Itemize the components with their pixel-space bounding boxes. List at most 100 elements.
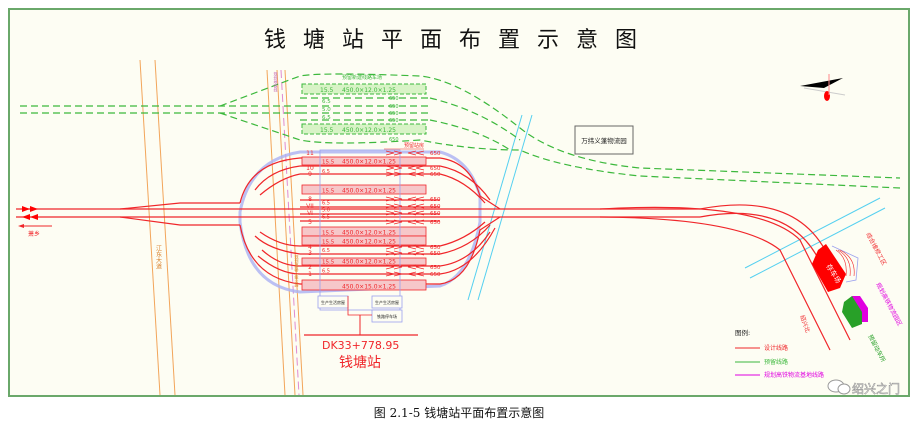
reserved-length: 650 [389, 96, 399, 102]
track-labels: 111098VIIVI54321650650650650650650650650… [306, 150, 441, 278]
road-vertical-label: 规划道路二级公路 [295, 254, 300, 288]
track-length: 650 [430, 251, 441, 257]
platform [301, 279, 427, 291]
reserved-power-depot [842, 296, 862, 328]
track-length: 650 [430, 220, 441, 226]
metro-line-label: 规划地铁线 [274, 71, 279, 92]
metro-line [280, 69, 300, 396]
figure-caption: 图 2.1-5 钱塘站平面布置示意图 [373, 406, 545, 420]
crossover-mark [385, 196, 425, 202]
building-right [371, 295, 403, 309]
legend-item-logistics: 规划高铁物流基地线路 [764, 371, 824, 379]
station-name: 钱塘站 [339, 355, 381, 371]
track-number: VI [307, 210, 313, 217]
track-length: 650 [430, 211, 441, 217]
maintenance-fan [831, 245, 859, 283]
mileage: DK33+778.95 [322, 339, 399, 352]
legend: 图例: 设计线路 预留线路 规划高铁物流基地线路 [735, 328, 824, 379]
reserved-platform-width: 15.5 [320, 127, 334, 134]
depot [812, 244, 846, 292]
track-spacing: 6.5 [322, 248, 330, 254]
wanwei-park-label: 万纬义蓬物流园 [581, 136, 627, 145]
crossover-mark [385, 219, 425, 225]
crossover-mark [385, 210, 425, 216]
crossover-mark [385, 150, 425, 156]
reserved-area-label: 预留新建线路车场 [342, 74, 382, 81]
track-number: 11 [306, 150, 314, 157]
platform-width: 15.5 [322, 260, 335, 266]
watermark: 绍兴之门 [827, 379, 900, 396]
reserved-platform [301, 123, 427, 135]
crossover-mark [385, 203, 425, 209]
legend-title: 图例: [735, 328, 750, 337]
platform-dims: 450.0×12.0×1.25 [342, 259, 396, 266]
diagram-title: 钱塘站平面布置示意图 [263, 28, 654, 53]
track-number: 8 [308, 196, 312, 203]
platform-width: 15.5 [322, 160, 335, 166]
reserved-length: 650 [389, 118, 399, 124]
platform [301, 257, 427, 266]
wanwei-park-box [574, 125, 634, 155]
reserved-power-label: 预留动车所 [866, 333, 887, 363]
watermark-text: 绍兴之门 [852, 381, 900, 396]
track-spacing: 5.0 [322, 208, 330, 214]
building-right-label: 生产生活房屋 [375, 299, 399, 305]
reserved-tracks [20, 73, 901, 189]
crossover-mark [385, 271, 425, 277]
reserved-length: 650 [389, 137, 399, 143]
track-length: 650 [430, 265, 441, 271]
platform-dims: 450.0×12.0×1.25 [342, 230, 396, 237]
river-middle [467, 114, 533, 301]
road-vertical [266, 69, 304, 396]
platform-label: 预留站房 [404, 142, 424, 149]
station-center-guide [319, 149, 401, 311]
crossover-mark [385, 171, 425, 177]
track-length: 650 [430, 166, 441, 172]
track-number: VII [306, 203, 314, 210]
maintenance-label: 综合维修工区 [864, 231, 888, 267]
track-length: 650 [430, 197, 441, 203]
platform-dims: 450.0×12.0×1.25 [342, 159, 396, 166]
building-parking-label: 铁路停车场 [377, 313, 397, 319]
reserved-spacing: 6.5 [322, 99, 331, 105]
platform-dims: 450.0×12.0×1.25 [342, 188, 396, 195]
legend-item-design: 设计线路 [764, 344, 788, 352]
track-length: 650 [430, 272, 441, 278]
platform-dims: 450.0×15.0×1.25 [342, 284, 396, 291]
track-length: 650 [430, 245, 441, 251]
north-arrow-icon [800, 74, 846, 101]
station-halo [238, 150, 482, 294]
platform-width: 15.5 [322, 240, 335, 246]
direction-arrows-left [18, 206, 52, 228]
track-number: 9 [308, 171, 312, 178]
platform-width: 15.5 [322, 231, 335, 237]
design-tracks [16, 157, 851, 351]
building-parking [371, 309, 403, 323]
road-jiangdong [139, 59, 176, 396]
drawing-frame [8, 8, 910, 397]
reserved-spacing: 6.5 [322, 115, 331, 121]
reserved-platform-dims: 450.0×12.0×1.25 [342, 87, 396, 94]
platform [301, 235, 427, 246]
track-spacing: 6.5 [322, 215, 330, 221]
reserved-length: 650 [389, 111, 399, 117]
crossover-mark [385, 250, 425, 256]
legend-item-reserved: 预留线路 [764, 358, 788, 366]
crossover-mark [385, 264, 425, 270]
direction-left-label: 萧乡 [28, 230, 40, 238]
track-number: 3 [308, 250, 312, 257]
road-jiangdong-label: 江东大道 [155, 245, 162, 270]
track-number: 5 [308, 219, 312, 226]
track-length: 650 [430, 204, 441, 210]
platform [301, 184, 427, 195]
building-left-label: 生产生活房屋 [321, 299, 345, 305]
track-number: 1 [308, 271, 312, 278]
logistics-zone-label: 规划高铁物流园区 [874, 281, 904, 327]
reserved-platform-dims: 450.0×12.0×1.25 [342, 127, 396, 134]
track-number: 2 [308, 264, 312, 271]
direction-right-label: 绍兴北 [798, 314, 812, 334]
crossover-mark [385, 165, 425, 171]
reserved-platform [301, 83, 427, 95]
